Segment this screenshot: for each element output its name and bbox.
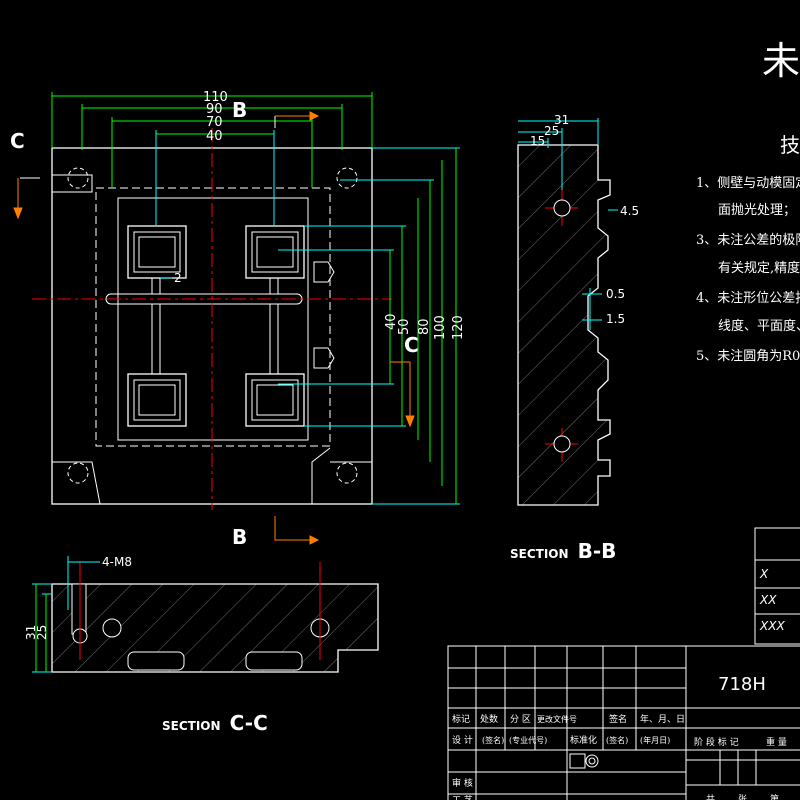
title-block-grid xyxy=(447,645,800,800)
leader-2: 2 xyxy=(174,271,182,285)
tb-h-date: 年、月、日 xyxy=(640,713,685,725)
tolerance-table xyxy=(754,527,800,645)
tb-weight: 重 量 xyxy=(766,736,787,748)
note-5: 5、未注圆角为R0.5 xyxy=(696,349,800,364)
tb-design-sign: (签名) xyxy=(482,735,504,745)
note-3: 3、未注公差的极限偏 xyxy=(696,232,800,248)
bb-hole-top xyxy=(553,199,571,217)
cut-line-b xyxy=(274,111,320,545)
tb-no: 第 xyxy=(770,793,779,800)
dim-110: 110 xyxy=(203,90,228,105)
inner-frame xyxy=(117,197,309,441)
bb-leader-0-5: 0.5 xyxy=(606,287,625,301)
tech-heading: 技 xyxy=(780,133,800,157)
tb-h-sign: 签名 xyxy=(609,713,627,725)
note-3-cont: 有关规定,精度等级 xyxy=(718,260,800,276)
material-718h: 718H xyxy=(718,674,766,695)
tb-h-count: 处数 xyxy=(480,713,498,725)
tb-h-mark: 标记 xyxy=(452,713,470,725)
dim-70: 70 xyxy=(206,115,223,130)
cut-label-c-right: C xyxy=(404,333,419,357)
dim-v80: 80 xyxy=(417,318,432,335)
technical-notes: 未 技 1、侧壁与动模固定板无 面抛光处理； 3、未注公差的极限偏 有关规定,精… xyxy=(696,39,800,364)
tol-xx: XX xyxy=(759,593,777,607)
projection-symbol xyxy=(569,753,599,769)
cavity-br xyxy=(245,373,305,427)
bb-hole-bottom xyxy=(553,435,571,453)
hole-tr xyxy=(336,167,358,189)
tb-std-sign: (签名) xyxy=(606,735,628,745)
cut-label-b-top: B xyxy=(232,98,247,122)
section-bb: 31 25 15 4.5 0.5 1.5 SECTION B-B xyxy=(510,113,639,563)
plate-outline xyxy=(51,147,373,505)
tol-xxx: XXX xyxy=(759,619,785,633)
section-bb-title: SECTION B-B xyxy=(510,539,616,563)
cc-leader-4-m8: 4-M8 xyxy=(102,555,132,569)
tb-h-change: 更改文件号 xyxy=(537,714,577,724)
bb-dim-15: 15 xyxy=(530,134,545,148)
cut-line-c xyxy=(13,177,415,428)
title-partial: 未 xyxy=(762,39,800,83)
dims-horizontal xyxy=(51,92,373,188)
bb-leader-1-5: 1.5 xyxy=(606,312,625,326)
cavity-bl xyxy=(127,373,187,427)
bb-leader-4-5: 4.5 xyxy=(620,204,639,218)
dim-v40: 40 xyxy=(384,313,399,330)
tb-total: 共 xyxy=(706,794,715,800)
note-4: 4、未注形位公差按G xyxy=(696,291,800,306)
dim-v50: 50 xyxy=(397,318,412,335)
cut-label-b-bottom: B xyxy=(232,525,247,549)
pocket-outline xyxy=(95,187,331,447)
hole-bl xyxy=(67,462,89,484)
section-cc-title: SECTION C-C xyxy=(162,711,268,735)
cut-label-c-left: C xyxy=(10,129,25,153)
tb-design: 设 计 xyxy=(452,734,473,746)
tb-process: 工 艺 xyxy=(452,795,473,800)
dim-90: 90 xyxy=(206,102,223,117)
dim-v120: 120 xyxy=(451,315,466,340)
tb-std-date: (年月日) xyxy=(640,735,670,745)
section-cc: 4-M8 31 25 SECTION C-C xyxy=(24,555,379,735)
cc-dim-25: 25 xyxy=(35,625,49,640)
corner-boss-tl xyxy=(52,174,93,193)
tb-sheet: 张 xyxy=(738,794,747,800)
cavity-tr xyxy=(245,225,305,279)
runner-system xyxy=(105,277,303,375)
tb-h-zone: 分 区 xyxy=(510,714,531,725)
tb-std: 标准化 xyxy=(570,734,597,746)
tb-stage: 阶 段 标 记 xyxy=(694,736,739,748)
tol-x: X xyxy=(759,567,769,581)
hole-tl xyxy=(67,167,89,189)
hole-br xyxy=(336,462,358,484)
tb-design-code: (专业代号) xyxy=(509,735,547,745)
bb-dim-31: 31 xyxy=(554,113,569,127)
dim-v100: 100 xyxy=(433,315,448,340)
tb-review: 审 核 xyxy=(452,777,473,789)
note-1: 1、侧壁与动模固定板无 xyxy=(696,176,800,191)
note-1-cont: 面抛光处理； xyxy=(718,203,796,218)
dim-40: 40 xyxy=(206,129,223,144)
note-4-cont: 线度、平面度、同 xyxy=(718,318,800,334)
plan-view: 110 90 70 40 40 50 80 100 120 xyxy=(10,90,466,549)
cc-dim-31: 31 xyxy=(24,625,38,640)
section-bb-body xyxy=(517,144,611,506)
bb-dim-25: 25 xyxy=(544,124,559,138)
